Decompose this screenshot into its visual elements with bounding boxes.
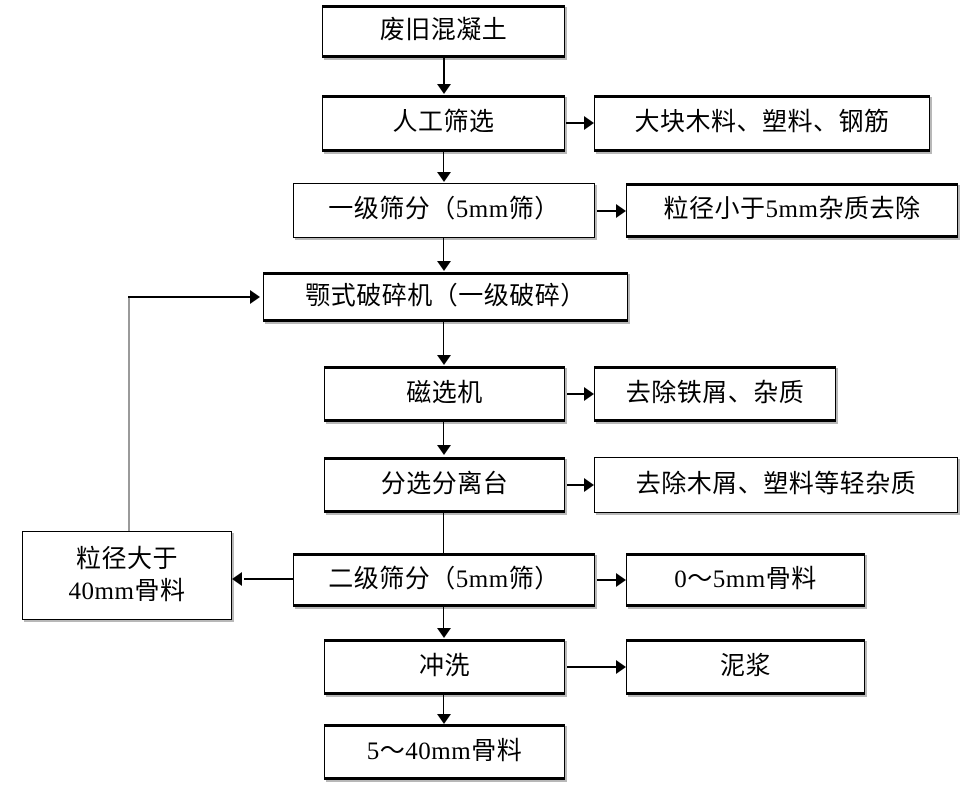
node-jaw-crusher-label: 颚式破碎机（一级破碎） <box>305 282 586 310</box>
node-sorting-table-output[interactable]: 去除木屑、塑料等轻杂质 <box>594 457 958 513</box>
connector-sorting-to-output <box>567 484 586 486</box>
arrowhead-secondary-to-fine <box>616 573 626 587</box>
arrowhead-crusher-to-magnetic <box>437 355 451 365</box>
connector-manual-to-primary <box>443 152 444 177</box>
connector-secondary-to-fine <box>597 579 618 581</box>
arrowhead-secondary-to-oversize <box>232 572 242 586</box>
connector-manual-to-output <box>566 122 586 124</box>
arrowhead-sorting-to-output <box>584 478 594 492</box>
node-slurry-label: 泥浆 <box>719 652 771 680</box>
node-oversize-aggregate-label-line1: 粒径大于 <box>75 546 178 574</box>
node-washing[interactable]: 冲洗 <box>324 639 565 695</box>
connector-primary-to-output <box>597 210 618 212</box>
arrowhead-manual-to-primary <box>437 172 451 182</box>
node-fine-aggregate[interactable]: 0～5mm骨料 <box>626 553 865 607</box>
node-magnetic-separator-output-label: 去除铁屑、杂质 <box>625 379 805 407</box>
node-manual-sorting-output-label: 大块木料、塑料、钢筋 <box>634 109 890 137</box>
node-waste-concrete[interactable]: 废旧混凝土 <box>322 5 565 58</box>
node-magnetic-separator[interactable]: 磁选机 <box>324 366 565 422</box>
connector-sorting-to-secondary <box>443 513 444 553</box>
node-primary-screening-output-label: 粒径小于5mm杂质去除 <box>663 196 921 224</box>
node-manual-sorting-output[interactable]: 大块木料、塑料、钢筋 <box>594 95 930 152</box>
node-primary-screening[interactable]: 一级筛分（5mm筛） <box>293 183 595 238</box>
arrowhead-manual-to-output <box>584 116 594 130</box>
connector-crusher-to-magnetic <box>443 322 444 356</box>
node-secondary-screening-label: 二级筛分（5mm筛） <box>328 565 560 593</box>
arrowhead-magnetic-to-output <box>584 387 594 401</box>
node-slurry[interactable]: 泥浆 <box>626 639 865 695</box>
arrowhead-magnetic-to-sorting <box>437 445 451 455</box>
connector-washing-to-coarse <box>443 695 444 720</box>
node-sorting-table-label: 分选分离台 <box>380 470 509 498</box>
node-coarse-aggregate[interactable]: 5～40mm骨料 <box>324 724 565 780</box>
connector-washing-to-slurry <box>567 666 618 668</box>
connector-primary-to-crusher <box>443 238 444 267</box>
arrowhead-washing-to-coarse <box>437 714 451 724</box>
node-oversize-aggregate-label-line2: 40mm骨料 <box>68 577 186 605</box>
node-jaw-crusher[interactable]: 颚式破碎机（一级破碎） <box>263 272 628 322</box>
node-coarse-aggregate-label: 5～40mm骨料 <box>366 737 523 765</box>
node-washing-label: 冲洗 <box>418 652 470 680</box>
arrowhead-secondary-to-washing <box>437 628 451 638</box>
arrowhead-recycle-to-crusher <box>250 290 260 304</box>
node-manual-sorting[interactable]: 人工筛选 <box>322 95 565 152</box>
node-fine-aggregate-label: 0～5mm骨料 <box>674 565 817 593</box>
node-oversize-aggregate[interactable]: 粒径大于 40mm骨料 <box>22 531 232 620</box>
arrowhead-waste-to-manual <box>437 84 451 94</box>
connector-waste-to-manual <box>443 58 445 85</box>
recycle-loop-horizontal <box>128 296 251 298</box>
node-primary-screening-label: 一级筛分（5mm筛） <box>328 196 560 224</box>
recycle-loop-vertical <box>128 297 130 531</box>
arrowhead-primary-to-crusher <box>437 261 451 271</box>
connector-secondary-to-washing <box>443 607 444 633</box>
connector-secondary-to-oversize <box>244 578 294 580</box>
node-magnetic-separator-output[interactable]: 去除铁屑、杂质 <box>594 366 836 422</box>
node-waste-concrete-label: 废旧混凝土 <box>379 17 508 45</box>
node-magnetic-separator-label: 磁选机 <box>406 379 483 407</box>
node-primary-screening-output[interactable]: 粒径小于5mm杂质去除 <box>626 183 958 238</box>
node-sorting-table-output-label: 去除木屑、塑料等轻杂质 <box>635 470 917 498</box>
connector-magnetic-to-output <box>567 393 586 395</box>
arrowhead-washing-to-slurry <box>616 660 626 674</box>
node-sorting-table[interactable]: 分选分离台 <box>324 457 565 513</box>
connector-magnetic-to-sorting <box>443 422 444 446</box>
node-manual-sorting-label: 人工筛选 <box>392 109 495 137</box>
node-secondary-screening[interactable]: 二级筛分（5mm筛） <box>293 553 595 607</box>
arrowhead-primary-to-output <box>616 204 626 218</box>
